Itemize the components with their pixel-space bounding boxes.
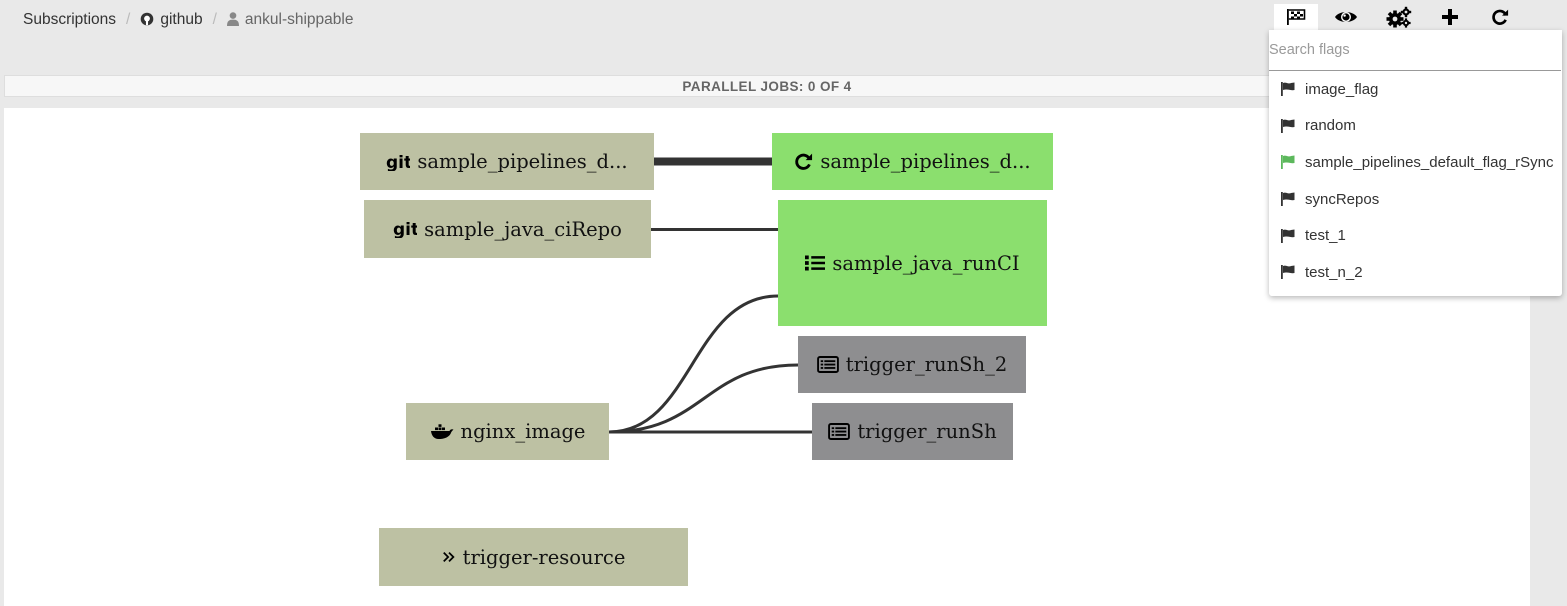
edge-nginx-to-runsh-2	[608, 363, 799, 434]
breadcrumb-provider-label: github	[160, 11, 203, 28]
git-icon	[393, 220, 417, 238]
settings-button[interactable]	[1377, 4, 1421, 30]
eye-icon	[1335, 12, 1357, 22]
node-label: sample_java_runCI	[832, 251, 1020, 275]
breadcrumb-separator: /	[126, 11, 131, 28]
breadcrumb: Subscriptions / github / ankul-shippable	[23, 10, 353, 30]
node-label: nginx_image	[460, 420, 586, 443]
node-default-flag-sync[interactable]: sample_pipelines_d...	[772, 133, 1053, 190]
pipeline-edges	[608, 157, 812, 434]
github-icon	[141, 12, 154, 26]
refresh-icon	[1491, 8, 1509, 26]
user-icon	[226, 12, 239, 26]
flag-icon	[1280, 191, 1296, 207]
node-label: sample_java_ciRepo	[424, 217, 622, 241]
flag-label: image_flag	[1305, 80, 1379, 98]
flag-item[interactable]: test_1	[1269, 217, 1562, 254]
refresh-icon	[794, 152, 813, 171]
flags-dropdown: image_flag random sample_pipelines_defau…	[1269, 30, 1562, 296]
flag-icon	[1280, 81, 1296, 97]
parallel-jobs-bar: PARALLEL JOBS: 0 OF 4	[4, 75, 1530, 97]
flags-button[interactable]	[1274, 4, 1318, 30]
node-label: trigger_runSh_2	[845, 353, 1008, 376]
list-icon	[805, 253, 825, 273]
terminal-icon	[828, 423, 850, 440]
node-trigger-runsh[interactable]: trigger_runSh	[812, 403, 1013, 460]
flag-label: test_1	[1305, 227, 1346, 245]
breadcrumb-separator: /	[212, 11, 217, 28]
flag-icon	[1280, 228, 1296, 244]
breadcrumb-subscriptions[interactable]: Subscriptions	[23, 11, 117, 28]
flag-label: syncRepos	[1305, 190, 1380, 208]
double-chevron-right-icon	[442, 550, 456, 564]
flag-item[interactable]: test_n_2	[1269, 254, 1562, 291]
flag-item[interactable]: syncRepos	[1269, 181, 1562, 218]
flag-label: test_n_2	[1305, 263, 1363, 281]
node-label: trigger-resource	[462, 545, 626, 569]
flag-icon	[1280, 264, 1296, 280]
flag-search-input[interactable]	[1269, 30, 1561, 71]
edge-nginx-to-runci	[608, 294, 779, 434]
flag-label: sample_pipelines_default_flag_rSync	[1305, 153, 1554, 171]
terminal-icon	[817, 356, 839, 373]
node-label: trigger_runSh	[857, 420, 997, 443]
node-trigger-runsh-2[interactable]: trigger_runSh_2	[798, 336, 1026, 393]
flag-label: random	[1305, 117, 1356, 135]
flags-icon	[1287, 9, 1306, 25]
plus-icon	[1442, 9, 1458, 25]
flag-icon	[1280, 154, 1296, 170]
node-label: sample_pipelines_d...	[417, 150, 628, 173]
node-nginx-image[interactable]: nginx_image	[406, 403, 609, 460]
node-java-run-ci[interactable]: sample_java_runCI	[778, 200, 1047, 326]
node-default-flag-repo[interactable]: sample_pipelines_d...	[360, 133, 654, 190]
flag-list: image_flag random sample_pipelines_defau…	[1269, 71, 1562, 291]
flag-item[interactable]: sample_pipelines_default_flag_rSync	[1269, 144, 1562, 181]
flag-item[interactable]: random	[1269, 108, 1562, 145]
node-trigger-resource[interactable]: trigger-resource	[379, 528, 688, 586]
toolbar	[1270, 4, 1530, 30]
node-label: sample_pipelines_d...	[820, 150, 1031, 173]
gears-icon	[1386, 6, 1412, 28]
add-button[interactable]	[1428, 4, 1472, 30]
flag-icon	[1280, 118, 1296, 134]
flag-item[interactable]: image_flag	[1269, 71, 1562, 108]
breadcrumb-user[interactable]: ankul-shippable	[226, 11, 354, 29]
view-button[interactable]	[1324, 4, 1368, 30]
docker-icon	[430, 423, 454, 440]
breadcrumb-provider[interactable]: github	[140, 11, 203, 29]
refresh-button[interactable]	[1478, 4, 1522, 30]
node-java-ci-repo[interactable]: sample_java_ciRepo	[364, 200, 651, 258]
breadcrumb-user-label: ankul-shippable	[244, 11, 354, 28]
git-icon	[386, 153, 410, 171]
